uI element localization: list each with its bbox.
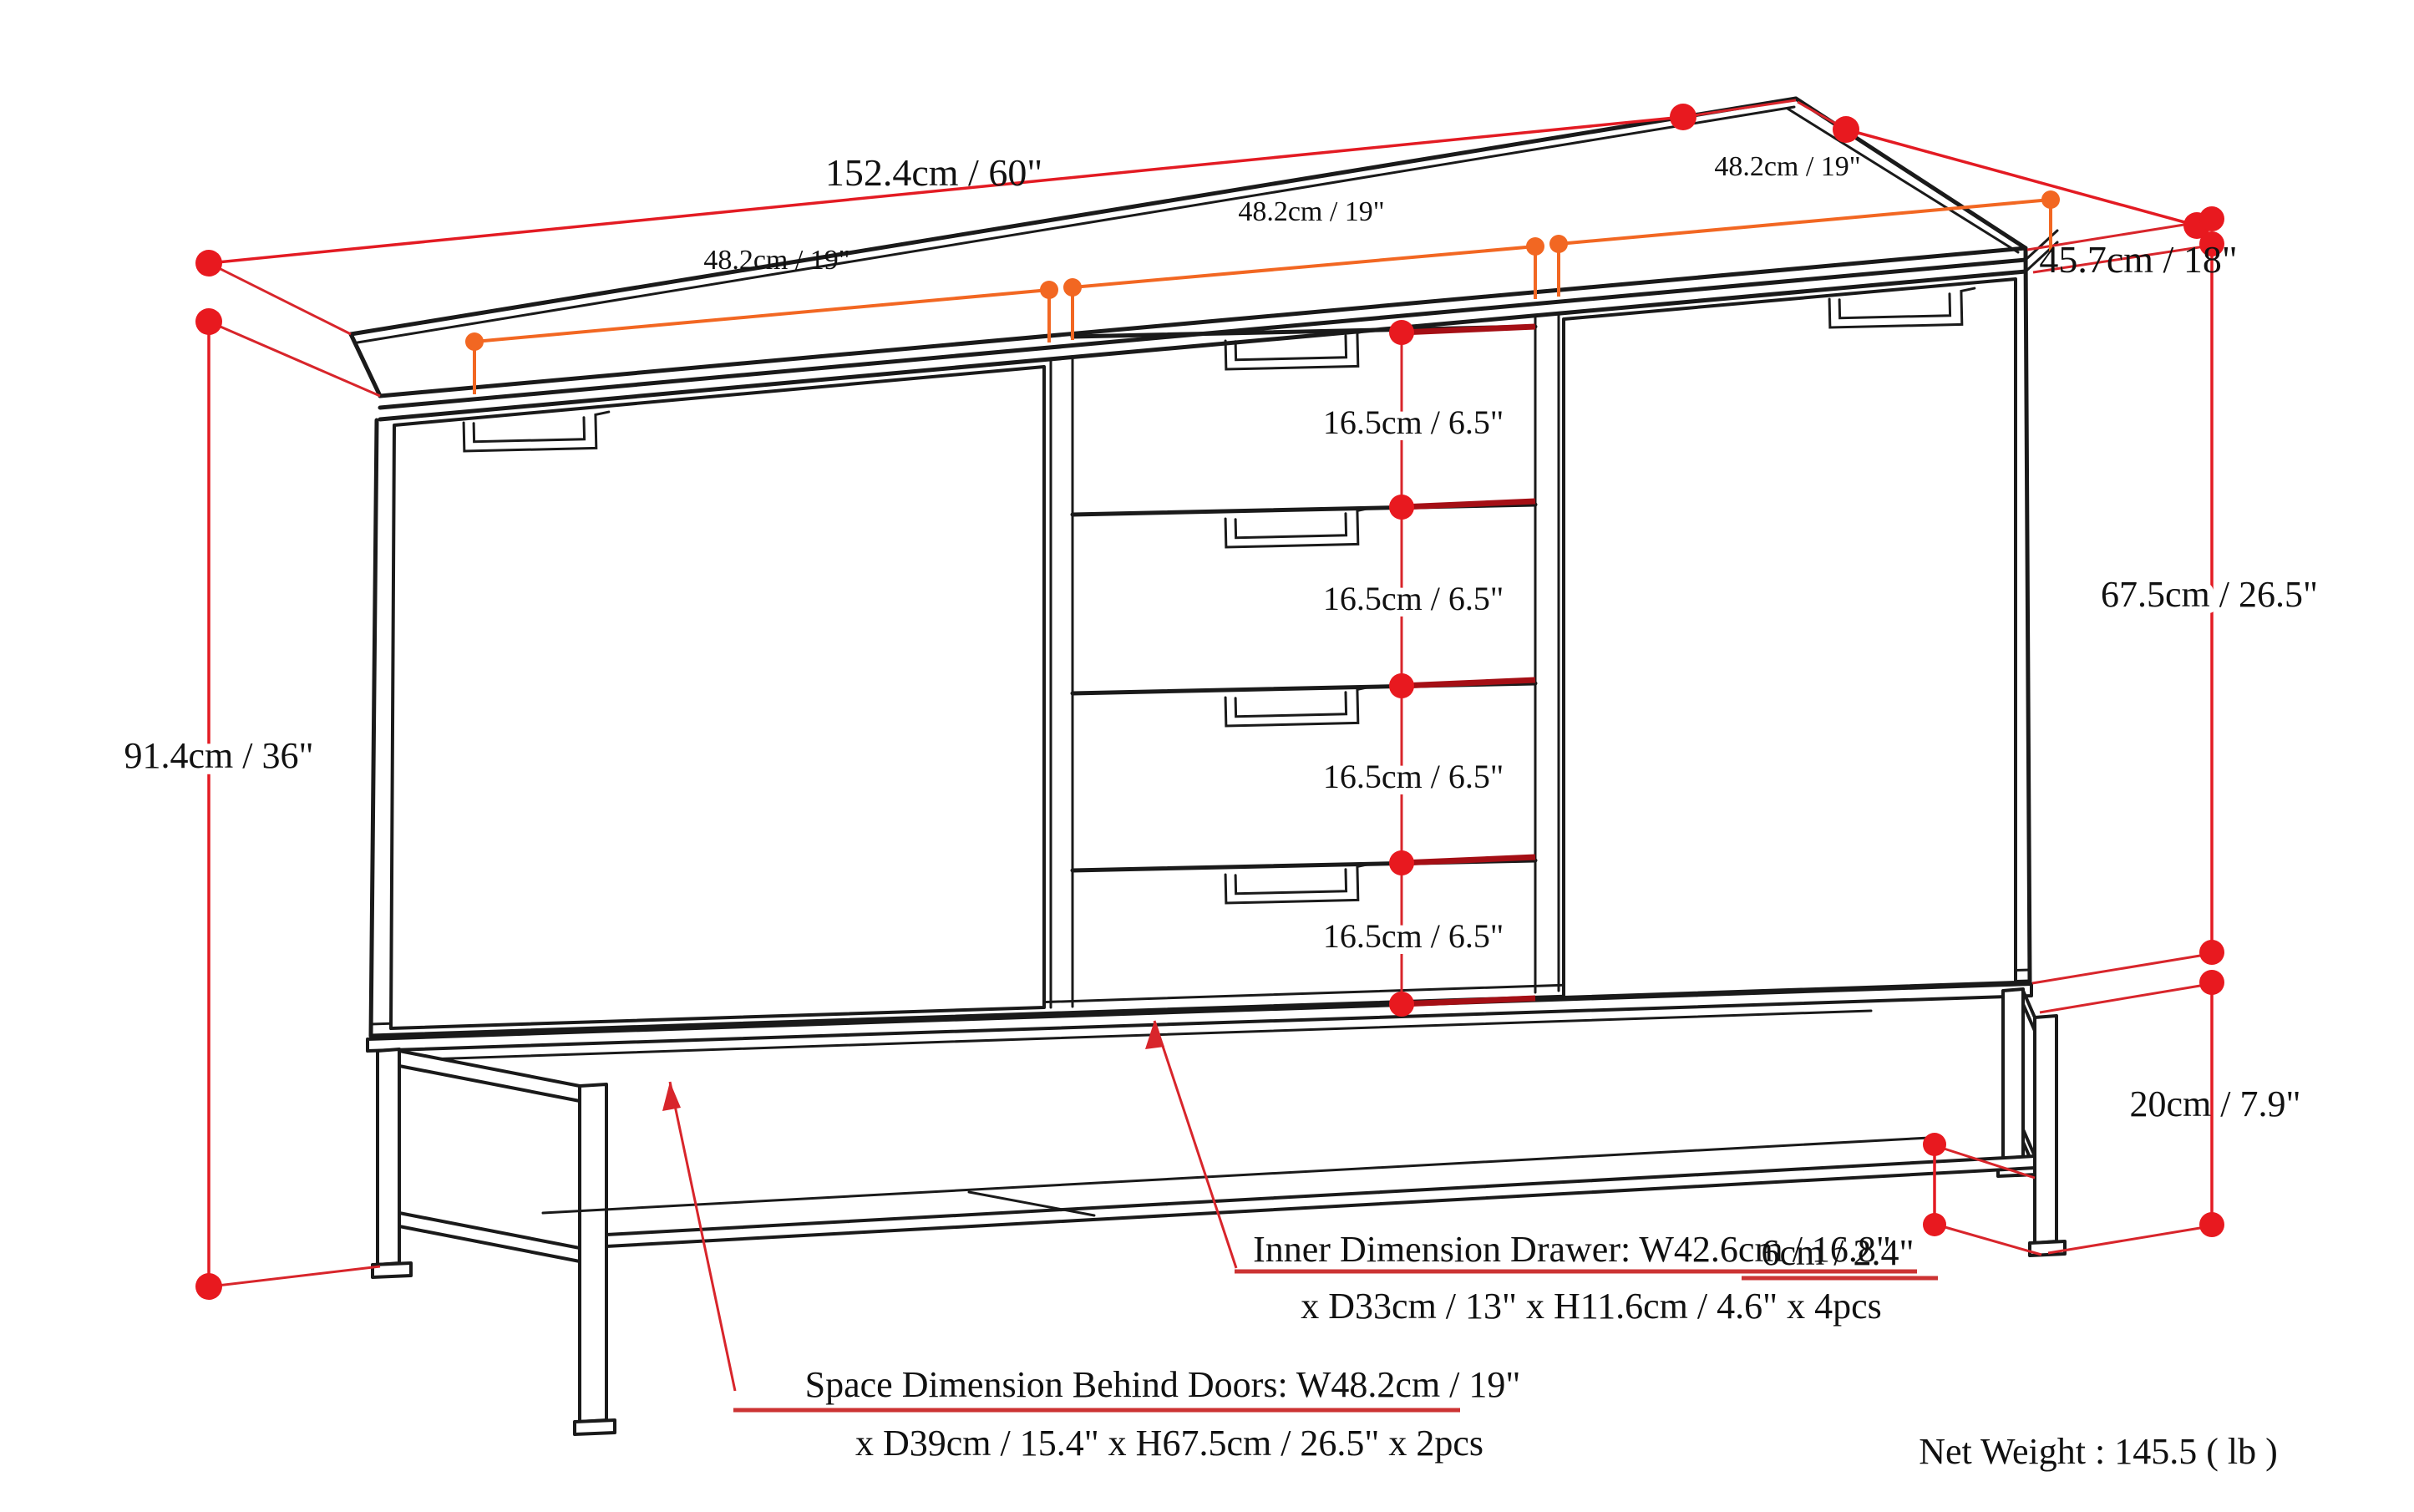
label-drawer-height-1: 16.5cm / 6.5" — [1323, 403, 1504, 441]
dot-section2-right — [1526, 237, 1544, 256]
label-section-2: 48.2cm / 19" — [1238, 196, 1384, 227]
label-section-1: 48.2cm / 19" — [703, 245, 849, 276]
left-door-handle — [462, 410, 611, 453]
dot-drawer-0 — [1389, 320, 1414, 345]
slab-edge-top — [378, 246, 2028, 398]
dot-door-height-top-a — [2199, 206, 2224, 231]
left-door — [389, 365, 1046, 1030]
dimension-graphics — [195, 99, 2224, 1413]
label-drawer-height-2: 16.5cm / 6.5" — [1323, 580, 1504, 617]
label-drawer-height-3: 16.5cm / 6.5" — [1323, 758, 1504, 795]
dot-section1-right — [1040, 281, 1058, 299]
right-stile-lines — [1534, 313, 1560, 994]
dot-width-right — [1670, 104, 1696, 130]
dim-width-line — [208, 115, 1684, 265]
note-inner-drawer-line2: x D33cm / 13" x H11.6cm / 4.6" x 4pcs — [1301, 1286, 1881, 1327]
carcass-left-edge — [368, 418, 379, 1038]
dim-height-connector-bottom — [210, 1265, 381, 1288]
dot-drawer-3 — [1389, 850, 1414, 875]
dot-drawer-4 — [1389, 992, 1414, 1017]
dot-drawer-2 — [1389, 673, 1414, 698]
dot-base-bottom — [2199, 1212, 2224, 1237]
dim-height-connector-top — [208, 320, 381, 398]
dim-door-height-connectors-bottom — [2031, 952, 2211, 1014]
base-cross-line — [967, 1190, 1096, 1217]
base-top-rail-shadow — [376, 1009, 1873, 1063]
right-back-post — [2001, 987, 2025, 1166]
note-labels: Inner Dimension Drawer: W42.6cm / 16.8" … — [805, 1229, 2278, 1472]
note-space-doors-line1: Space Dimension Behind Doors: W48.2cm / … — [805, 1364, 1521, 1405]
top-back-edge-inner — [356, 105, 1796, 344]
right-side-top-rail — [2021, 989, 2036, 1033]
slab-edge-bottom — [378, 269, 2028, 422]
base-back-stretcher — [541, 1136, 1931, 1215]
dot-section3-right — [2041, 190, 2060, 209]
dot-foot-bottom — [1923, 1213, 1946, 1236]
drawer-handle-3 — [1224, 685, 1372, 728]
note-net-weight: Net Weight : 145.5 ( lb ) — [1919, 1431, 2277, 1472]
left-stile-lines — [1049, 358, 1074, 1009]
note-inner-drawer-line1: Inner Dimension Drawer: W42.6cm / 16.8" — [1253, 1229, 1891, 1270]
cabinet-drawing — [348, 96, 2067, 1436]
dot-section1-left — [465, 332, 484, 351]
top-right-edge-inner — [1786, 107, 2020, 254]
left-front-post — [578, 1083, 608, 1423]
right-door — [1562, 277, 2017, 999]
left-front-foot — [573, 1418, 616, 1436]
dot-foot-top — [1923, 1133, 1946, 1156]
right-front-post — [2033, 1014, 2058, 1245]
space-note-arrowhead — [662, 1082, 681, 1111]
dot-base-top — [2199, 970, 2224, 995]
dimension-labels: 152.4cm / 60" 45.7cm / 18" 48.2cm / 19" … — [118, 151, 2325, 1273]
orange-dots — [465, 190, 2060, 351]
dot-drawer-1 — [1389, 495, 1414, 520]
dot-section3-left — [1549, 235, 1568, 253]
base-frame — [366, 982, 2067, 1436]
label-overall-height: 91.4cm / 36" — [124, 735, 314, 776]
label-section-3: 48.2cm / 19" — [1714, 151, 1860, 182]
dim-section2-line — [1072, 245, 1536, 289]
dot-height-top — [195, 308, 222, 335]
inner-note-leader — [1153, 1020, 1238, 1269]
label-overall-width: 152.4cm / 60" — [825, 151, 1042, 194]
left-back-post — [376, 1048, 401, 1266]
dim-section3-line — [1558, 198, 2051, 246]
top-left-corner-edge — [348, 332, 383, 398]
label-drawer-height-4: 16.5cm / 6.5" — [1323, 917, 1504, 955]
drawer-handle-4 — [1224, 862, 1372, 905]
carcass-right-edge — [2023, 248, 2032, 983]
label-door-height: 67.5cm / 26.5" — [2101, 574, 2318, 615]
left-side-stretcher — [398, 1211, 581, 1263]
note-space-doors-line2: x D39cm / 15.4" x H67.5cm / 26.5" x 2pcs — [855, 1423, 1483, 1464]
dot-door-height-bottom — [2199, 940, 2224, 965]
dot-height-bottom — [195, 1273, 222, 1300]
drawer-handle-2 — [1224, 506, 1372, 549]
dim-section1-line — [474, 288, 1050, 343]
label-overall-depth: 45.7cm / 18" — [2039, 238, 2237, 281]
base-lower-stretcher — [605, 1154, 2036, 1248]
label-foot-height: 6cm / 2.4" — [1762, 1232, 1914, 1273]
dot-door-height-top-b — [2199, 231, 2224, 256]
space-note-leader — [668, 1081, 737, 1392]
dim-width-connectors — [208, 99, 1797, 336]
dim-depth-line — [1845, 128, 2198, 227]
dot-section2-left — [1063, 278, 1082, 297]
right-door-handle — [1828, 287, 1976, 329]
label-base-height: 20cm / 7.9" — [2130, 1083, 2301, 1124]
dim-base-height-connector — [2047, 1225, 2211, 1255]
left-side-top-rail — [398, 1049, 581, 1103]
dot-depth-left — [1833, 116, 1859, 143]
dim-drawer-ticks — [1401, 323, 1536, 1007]
left-back-foot — [371, 1261, 413, 1279]
inner-note-arrowhead — [1145, 1021, 1164, 1049]
top-back-edge — [348, 96, 1798, 337]
dim-foot-connectors — [1935, 1144, 2042, 1256]
red-dots — [195, 104, 2224, 1300]
dot-width-left — [195, 250, 222, 277]
dim-door-height-connectors-top — [2026, 219, 2211, 274]
drawer-handle-1 — [1224, 328, 1372, 371]
dim-section-drops — [473, 200, 2052, 394]
